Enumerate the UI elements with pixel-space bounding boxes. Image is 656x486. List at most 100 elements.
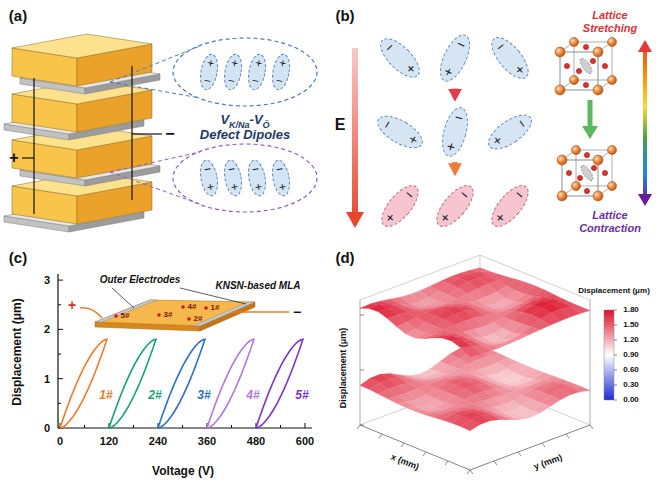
dipole-outline xyxy=(484,30,536,85)
axis-tick xyxy=(401,443,404,447)
corner-atom xyxy=(608,146,617,155)
lead-wire xyxy=(80,308,102,318)
defect-dipole: −+ xyxy=(482,107,538,156)
cell-edge xyxy=(562,160,598,196)
defect-symbol: -V xyxy=(250,113,263,128)
defect-dipole: +− xyxy=(245,52,269,93)
displacement-surface xyxy=(511,334,530,340)
box-edge xyxy=(470,425,590,470)
point-label: 5# xyxy=(121,311,130,320)
displacement-surface xyxy=(521,327,540,335)
y-tick xyxy=(58,329,63,330)
corner-atom xyxy=(555,47,565,57)
lattice-arrow xyxy=(643,50,647,196)
lattice-label: Lattice Contraction xyxy=(571,209,649,234)
dipole-ellipse xyxy=(434,31,475,86)
axis-tick xyxy=(423,452,426,456)
displacement-surface xyxy=(461,420,480,431)
inset-label: Outer Electrodes xyxy=(100,274,181,286)
colorbar-tick: 0.30 xyxy=(623,380,639,389)
colorbar-title: Displacement (μm) xyxy=(578,286,650,295)
outer-electrode-line xyxy=(33,78,34,214)
curve-label: 4# xyxy=(246,389,259,403)
polarity-sign: − xyxy=(165,125,174,143)
measure-point xyxy=(114,314,118,318)
axis-tick xyxy=(360,315,364,316)
colorbar-tick-mark xyxy=(614,400,617,401)
hysteresis-loop xyxy=(207,339,254,428)
box-edge xyxy=(590,300,591,425)
corner-atom xyxy=(608,38,617,47)
defect-dipole: −+ xyxy=(429,178,481,233)
displacement-surface xyxy=(388,396,407,404)
field-arrow xyxy=(352,48,358,214)
axis-tick xyxy=(566,434,569,438)
lattice-arrow-head xyxy=(638,194,652,206)
outer-electrode xyxy=(95,300,157,322)
box-edge xyxy=(360,300,361,425)
dipole-ellipse xyxy=(373,110,427,154)
defect-dipole: −+ xyxy=(221,158,245,199)
dipole-ellipse xyxy=(198,53,220,91)
dipole-ellipse xyxy=(222,159,244,197)
hysteresis-loop xyxy=(256,339,303,428)
axis-tick xyxy=(360,370,364,371)
lattice-arrow-head xyxy=(638,40,652,52)
cell-edge xyxy=(574,42,612,80)
x-tick xyxy=(182,425,183,428)
lattice-label: Lattice Stretching xyxy=(571,9,649,34)
colorbar-tick-mark xyxy=(614,370,617,371)
transition-arrow-head xyxy=(582,126,598,139)
face-atom xyxy=(602,170,607,175)
tick-label: 0 xyxy=(44,422,50,435)
panel-label: (d) xyxy=(335,249,354,266)
point-label: 1# xyxy=(211,303,220,312)
colorbar-tick-mark xyxy=(614,310,617,311)
tick-label: 360 xyxy=(198,435,216,448)
dipole-ellipse xyxy=(270,53,292,91)
colorbar-tick: 0.60 xyxy=(623,365,639,374)
dipole-ellipse xyxy=(486,180,535,232)
point-label: 3# xyxy=(164,310,173,319)
dipole-ellipse xyxy=(486,32,535,84)
hysteresis-loop xyxy=(158,339,205,428)
defect-label: VK/Na-VÖ xyxy=(220,111,269,128)
tick-label: 600 xyxy=(296,435,314,448)
x-tick xyxy=(304,423,305,428)
measure-point xyxy=(187,317,191,321)
corner-atom xyxy=(608,76,617,85)
panel-c-art xyxy=(58,274,312,428)
colorbar xyxy=(604,310,614,400)
y-tick xyxy=(58,280,63,281)
transition-arrow xyxy=(588,100,593,127)
x-tick xyxy=(231,425,232,428)
curve-label: 5# xyxy=(295,389,308,403)
face-atom xyxy=(577,175,582,180)
face-atom xyxy=(583,82,588,87)
box-edge xyxy=(480,380,590,425)
axis-title: x (mm) xyxy=(389,452,420,473)
callout-line xyxy=(110,152,200,172)
defect-dipole: −+ xyxy=(437,104,474,160)
ceramic-layer xyxy=(12,34,152,58)
x-tick xyxy=(84,425,85,428)
panel-label: (b) xyxy=(335,7,354,24)
outer-electrode xyxy=(193,302,255,326)
measure-point xyxy=(181,305,185,309)
face-atom xyxy=(576,68,581,73)
curve-label: 2# xyxy=(148,389,161,403)
corner-atom xyxy=(570,76,579,85)
defect-dipole: −+ xyxy=(374,178,426,233)
axis-tick xyxy=(379,434,382,438)
hysteresis-loop xyxy=(109,339,156,428)
defect-dipole: −+ xyxy=(371,109,428,156)
lead-wire xyxy=(232,311,289,313)
dipole-ellipse xyxy=(222,53,244,91)
inset-label: KNSN-based MLA xyxy=(215,280,300,292)
colorbar-tick: 0.00 xyxy=(623,395,639,404)
polarity-sign: + xyxy=(9,149,18,167)
field-step-arrow xyxy=(452,89,458,90)
